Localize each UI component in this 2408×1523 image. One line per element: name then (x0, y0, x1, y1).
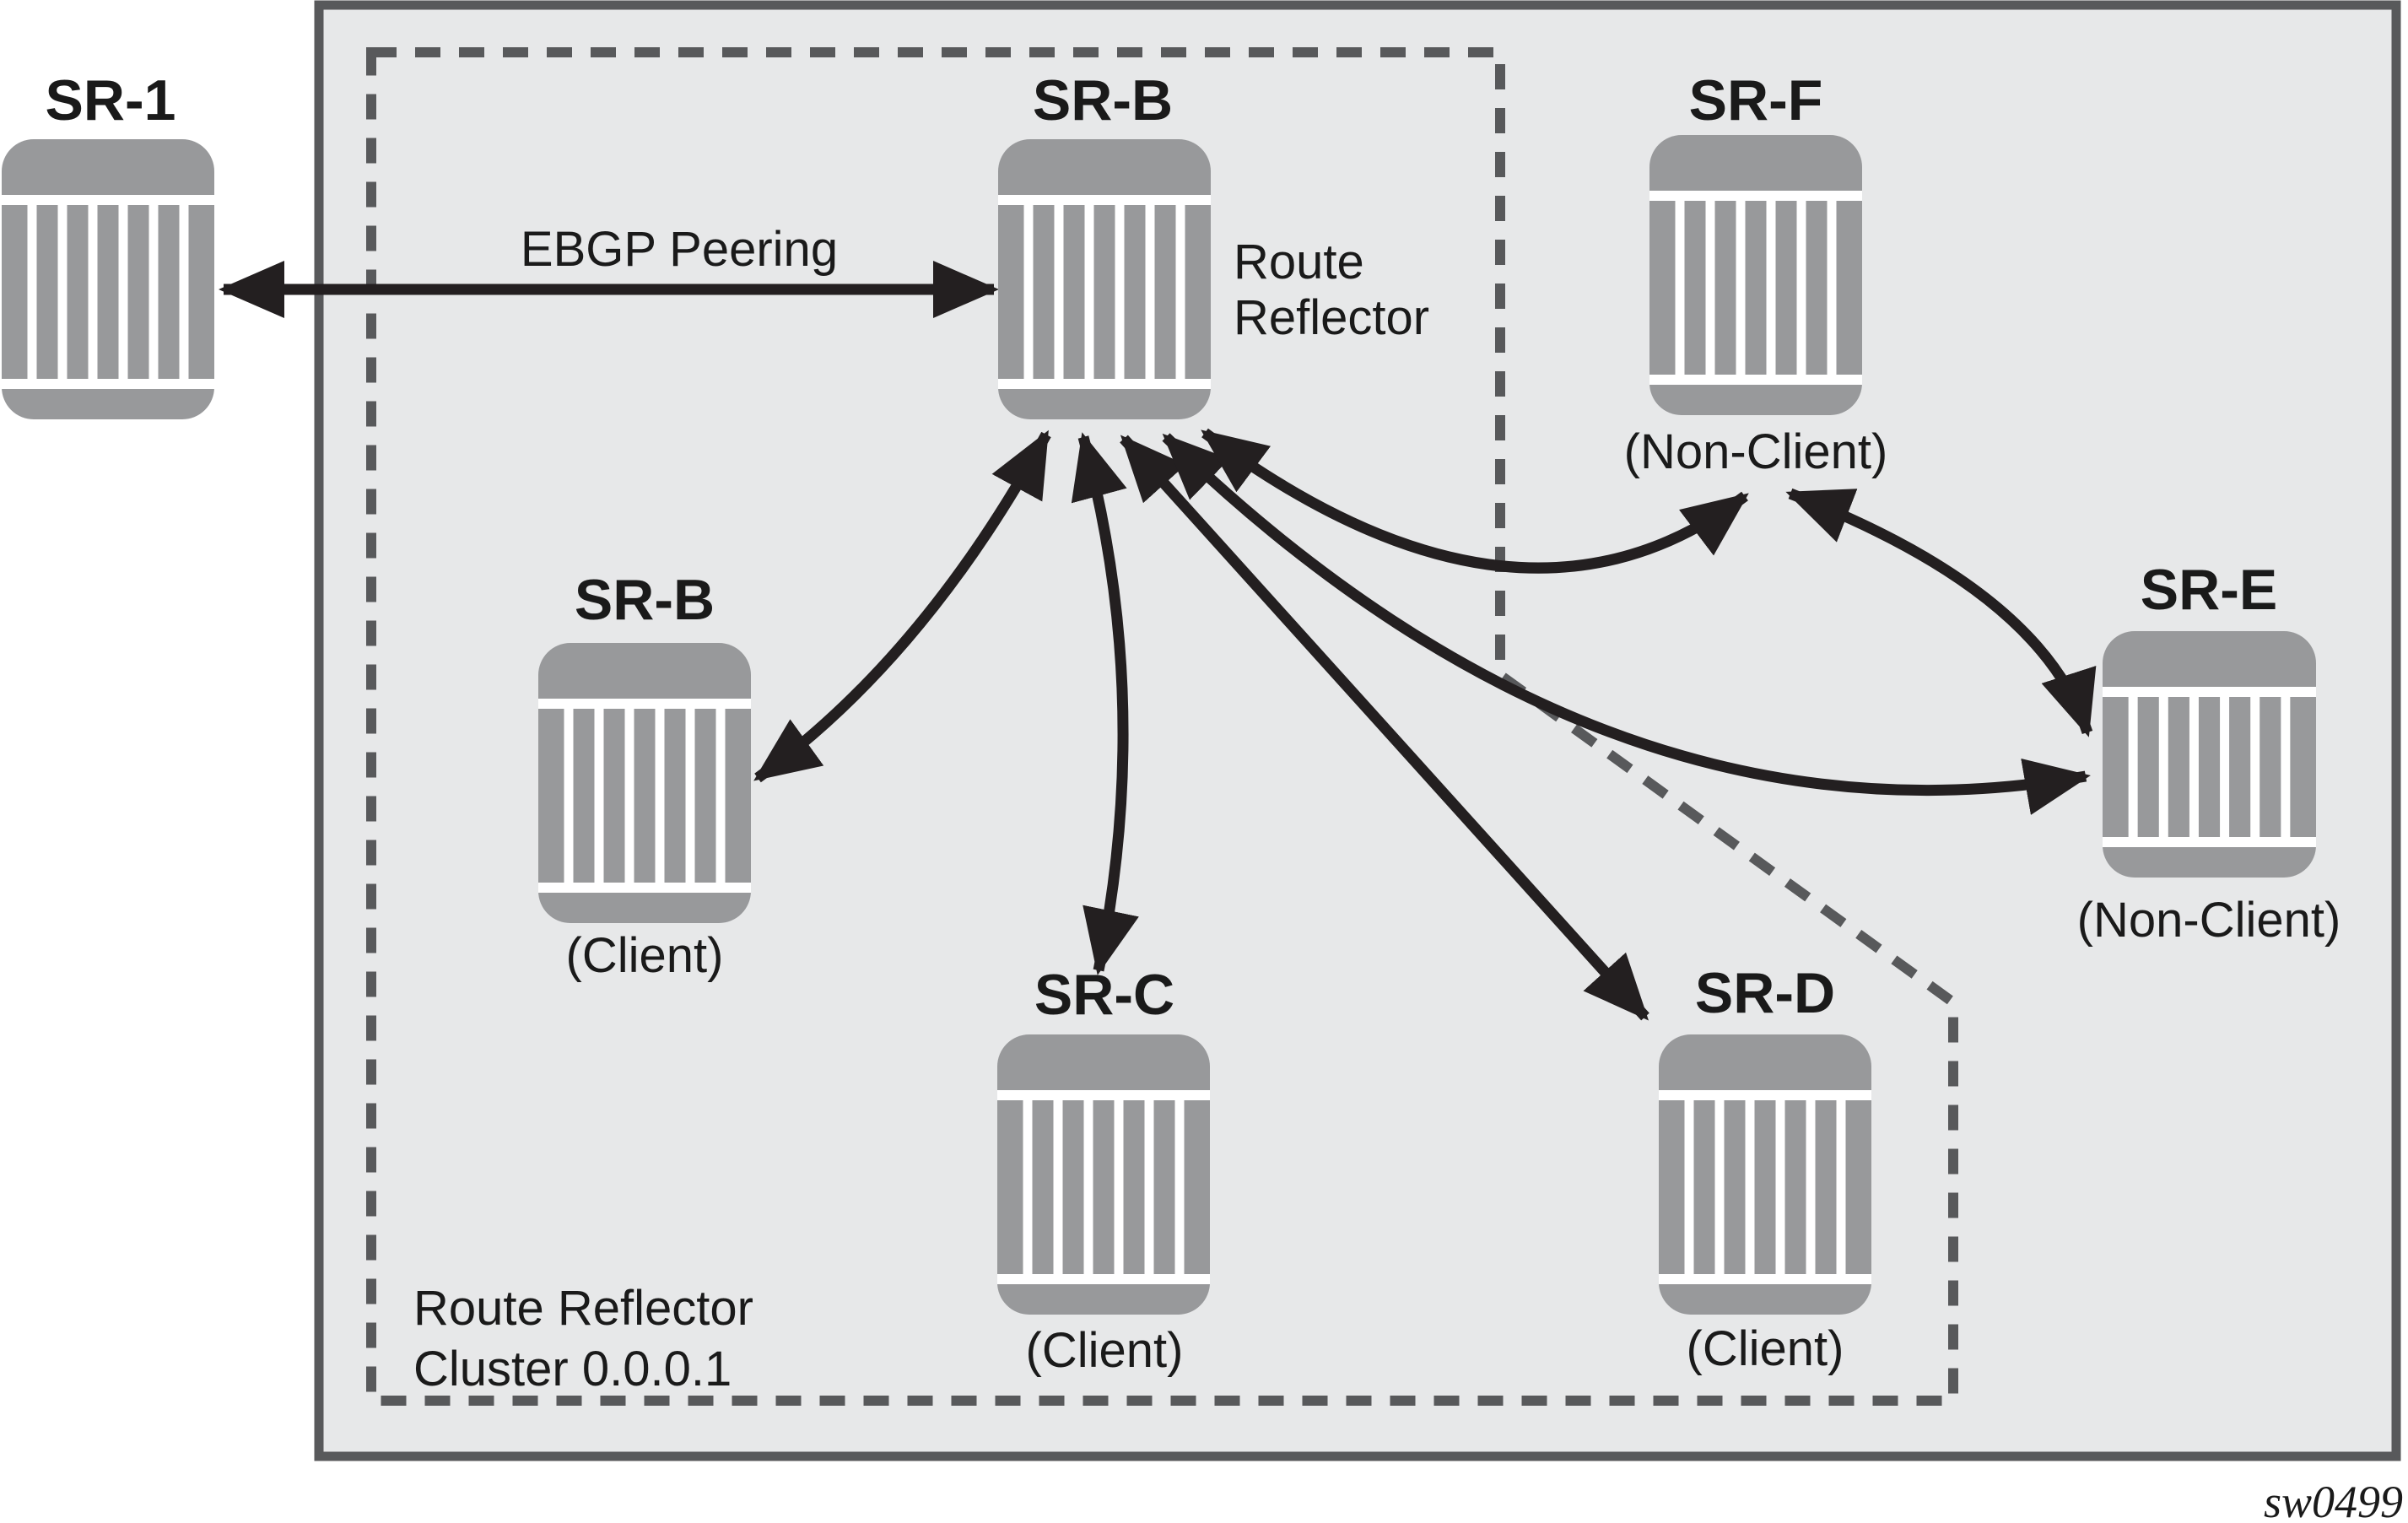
router-icon-slot-separator (148, 205, 159, 379)
router-icon (538, 643, 751, 923)
cluster-label-line1: Route Reflector (413, 1281, 753, 1336)
session-sr-b-client--sr-b-rr (753, 429, 1051, 783)
node-sr-d: SR-D (Client) (1659, 961, 1871, 1376)
router-icon (1649, 135, 1862, 415)
router-icon-band (998, 195, 1211, 205)
node-sr-e: SR-E (Non-Client) (2077, 558, 2341, 948)
node-role-sr-c: (Client) (1026, 1323, 1184, 1378)
node-label-sr-b-client: SR-B (575, 568, 715, 632)
router-icon-slot-separator (1023, 205, 1034, 379)
router-icon-slot-separator (594, 709, 604, 883)
figure-watermark: sw0499 (2264, 1477, 2403, 1523)
router-icon-slot-separator (1766, 201, 1776, 375)
router-icon-slot-separator (1175, 205, 1185, 379)
router-icon-slot-separator (1115, 205, 1125, 379)
router-icon (1659, 1034, 1871, 1315)
router-icon-band (2103, 837, 2316, 847)
node-sr-f: SR-F (Non-Client) (1624, 68, 1888, 479)
router-icon-slot-separator (1836, 1100, 1846, 1274)
router-icon-slot-separator (88, 205, 98, 379)
router-icon-slot-separator (1684, 1100, 1694, 1274)
router-icon-band (997, 1274, 1210, 1284)
router-icon-band (538, 883, 751, 893)
route-reflector-note-line2: Reflector (1234, 290, 1429, 345)
router-icon-band (997, 1090, 1210, 1100)
router-icon-slot-separator (1775, 1100, 1785, 1274)
router-icon-slot-separator (57, 205, 67, 379)
ebgp-peering-label: EBGP Peering (521, 222, 838, 277)
node-label-sr-1: SR-1 (46, 68, 176, 132)
router-icon-band (998, 379, 1211, 389)
node-label-sr-d: SR-D (1695, 961, 1835, 1025)
router-icon-band (2103, 687, 2316, 697)
node-role-sr-d: (Client) (1687, 1321, 1844, 1376)
node-label-sr-f: SR-F (1689, 68, 1823, 132)
router-icon-band (1659, 1090, 1871, 1100)
router-icon-band (2, 379, 214, 389)
bgp-sessions (219, 261, 2097, 1021)
router-icon-slot-separator (179, 205, 189, 379)
router-icon-slot-separator (1745, 1100, 1755, 1274)
router-icon-slot-separator (2281, 697, 2291, 837)
session-sr-b-rr--sr-f (1201, 428, 1749, 574)
node-label-sr-c: SR-C (1034, 963, 1174, 1027)
router-icon-band (1649, 191, 1862, 201)
router-icon-band (538, 699, 751, 709)
cluster-label-line2: Cluster 0.0.0.1 (413, 1342, 732, 1396)
node-label-sr-e: SR-E (2141, 558, 2277, 622)
router-icon-slot-separator (1806, 1100, 1816, 1274)
router-icon-slot-separator (1705, 201, 1715, 375)
node-sr-b-client: SR-B (Client) (538, 568, 751, 983)
router-icon-band (2, 195, 214, 205)
router-icon-slot-separator (27, 205, 37, 379)
router-icon-slot-separator (1114, 1100, 1124, 1274)
node-role-sr-e: (Non-Client) (2077, 893, 2341, 948)
router-icon-slot-separator (1145, 205, 1155, 379)
session-sr-f--sr-e (1785, 488, 2097, 737)
router-icon-slot-separator (624, 709, 634, 883)
router-icon-slot-separator (1023, 1100, 1033, 1274)
node-sr-b-rr: SR-B (998, 68, 1211, 419)
router-icon-slot-separator (1827, 201, 1837, 375)
router-icon-slot-separator (1714, 1100, 1725, 1274)
node-label-sr-b-rr: SR-B (1033, 68, 1173, 132)
router-icon-slot-separator (118, 205, 128, 379)
router-icon-slot-separator (1144, 1100, 1154, 1274)
router-icon (997, 1034, 1210, 1315)
router-icon-slot-separator (2158, 697, 2168, 837)
router-icon-slot-separator (715, 709, 726, 883)
router-icon-slot-separator (564, 709, 574, 883)
router-icon-slot-separator (1053, 1100, 1063, 1274)
router-icon-slot-separator (1796, 201, 1806, 375)
router-icon-slot-separator (1084, 205, 1094, 379)
router-icon-slot-separator (685, 709, 695, 883)
router-icon-slot-separator (2220, 697, 2230, 837)
router-icon-slot-separator (2189, 697, 2199, 837)
router-icon (2, 139, 214, 419)
node-role-sr-f: (Non-Client) (1624, 424, 1888, 479)
router-icon-band (1659, 1274, 1871, 1284)
node-role-sr-b-client: (Client) (566, 928, 724, 983)
router-icon-slot-separator (655, 709, 665, 883)
router-icon-slot-separator (1174, 1100, 1185, 1274)
router-icon-slot-separator (1054, 205, 1064, 379)
router-icon-slot-separator (2128, 697, 2138, 837)
node-sr-c: SR-C (Client) (997, 963, 1210, 1378)
node-sr-1: SR-1 (2, 68, 214, 419)
router-icon-slot-separator (1675, 201, 1685, 375)
router-icon-slot-separator (1736, 201, 1746, 375)
router-icon-band (1649, 375, 1862, 385)
router-icon-slot-separator (1083, 1100, 1093, 1274)
router-icon (998, 139, 1211, 419)
route-reflector-note-line1: Route (1234, 235, 1364, 289)
router-icon-slot-separator (2250, 697, 2260, 837)
